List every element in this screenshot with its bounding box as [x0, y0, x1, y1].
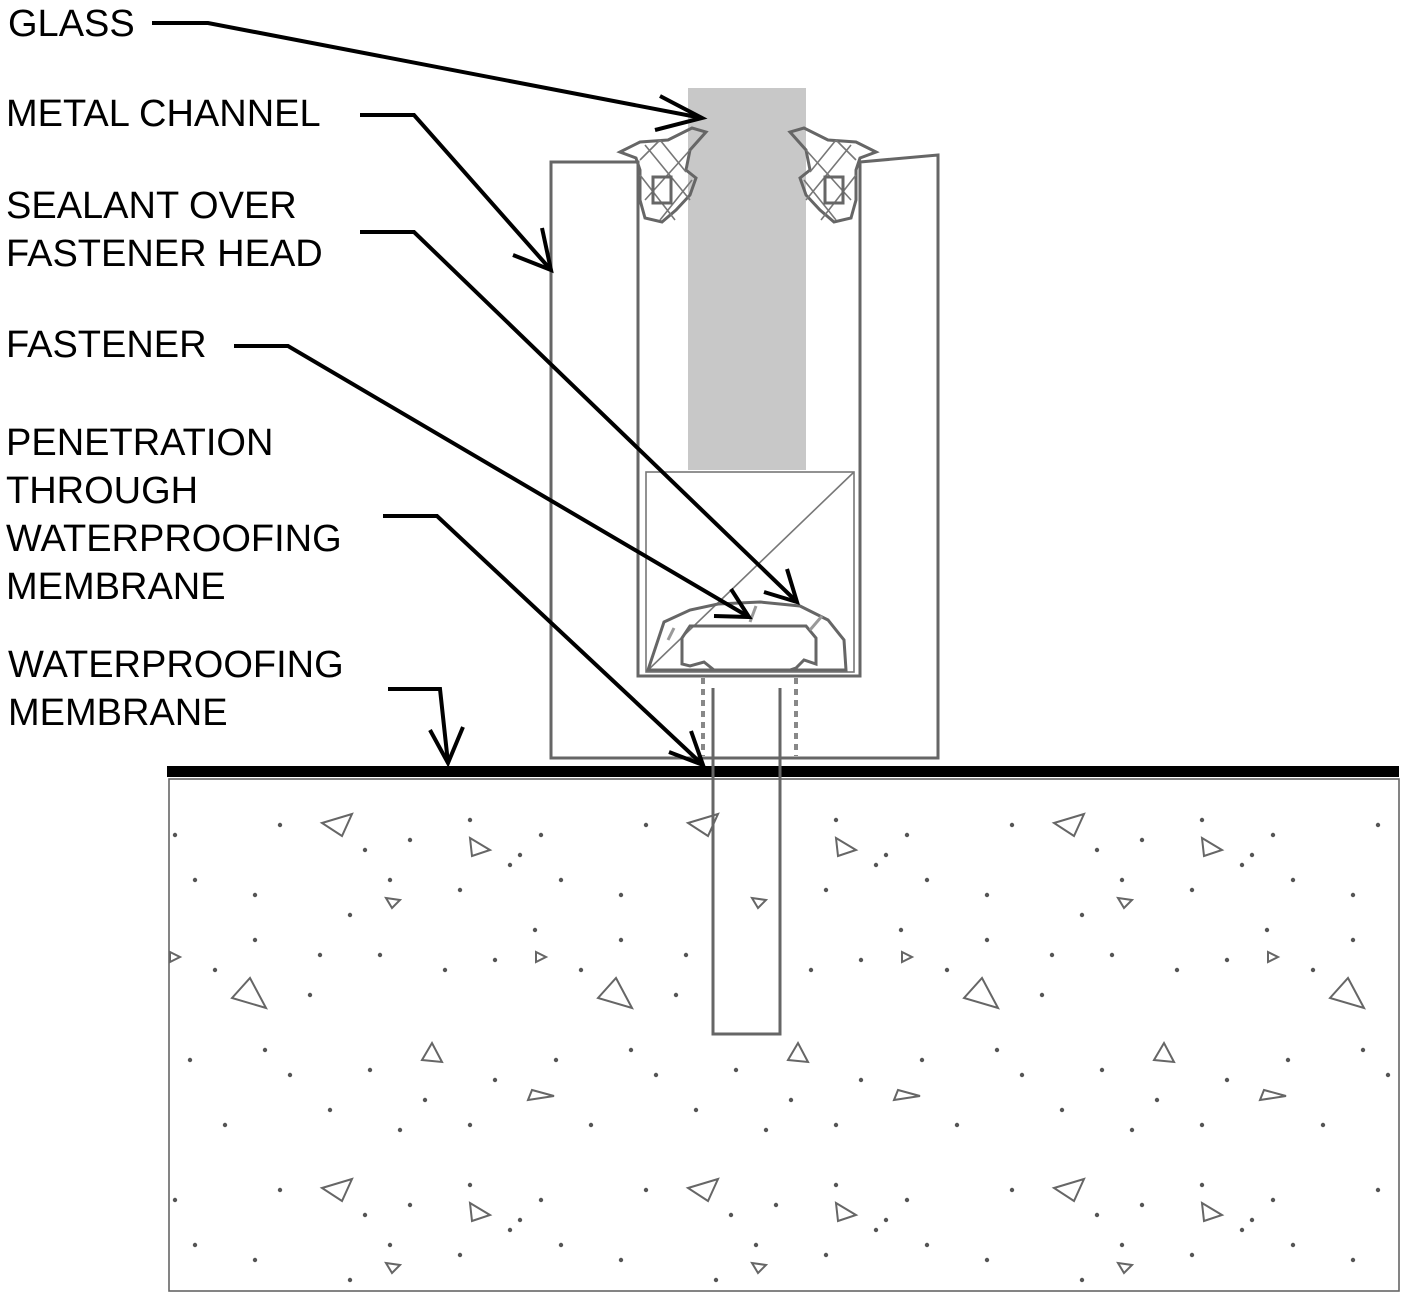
leader-glass: [152, 21, 708, 132]
label-sealant-over-fastener-head: SEALANT OVER FASTENER HEAD: [6, 185, 323, 275]
fastener-head: [645, 600, 848, 672]
metal-channel: [549, 153, 940, 760]
label-penetration: PENETRATION THROUGH WATERPROOFING MEMBRA…: [6, 422, 352, 608]
label-fastener: FASTENER: [6, 324, 207, 366]
right-gasket: [787, 126, 880, 224]
leader-fastener: [234, 344, 753, 620]
fastener-shaft: [701, 678, 798, 1036]
label-waterproofing-membrane: WATERPROOFING MEMBRANE: [8, 644, 354, 734]
concrete-substrate: [168, 778, 1400, 1292]
concrete-aggregate: [169, 812, 1391, 1283]
left-gasket: [616, 126, 709, 224]
leader-metal-channel: [360, 113, 554, 274]
waterproofing-membrane: [167, 766, 1399, 777]
label-glass: GLASS: [8, 3, 135, 45]
label-metal-channel: METAL CHANNEL: [6, 93, 321, 135]
leader-sealant: [360, 230, 800, 605]
leader-membrane: [388, 687, 465, 768]
setting-block: [645, 471, 855, 673]
glass-panel: [688, 88, 806, 470]
leader-penetration: [383, 514, 707, 769]
